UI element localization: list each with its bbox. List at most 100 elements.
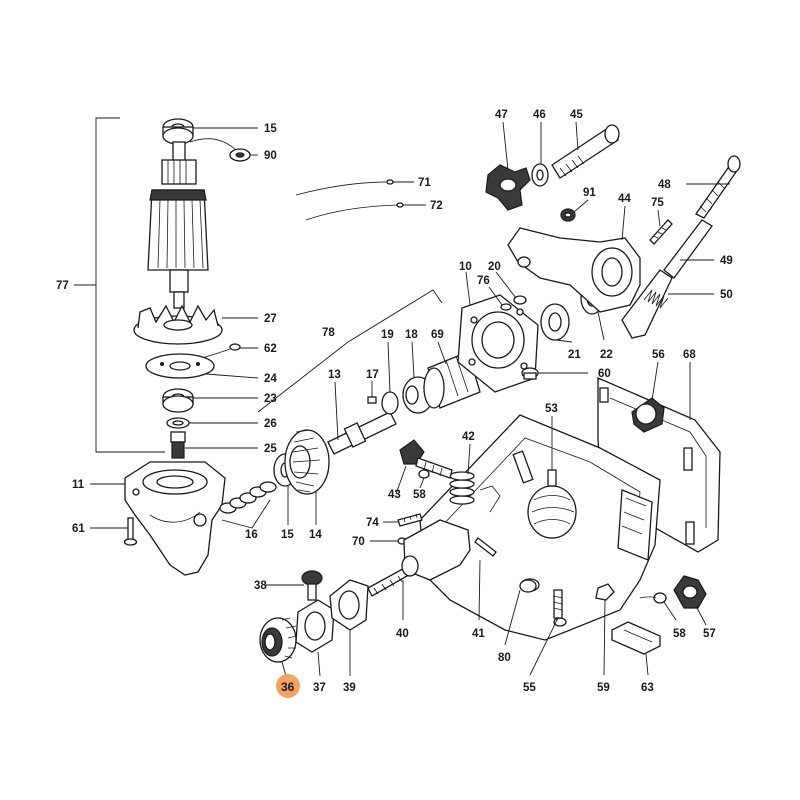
callout-69: 69 [431,329,444,341]
callout-40: 40 [396,628,409,640]
callout-61: 61 [72,523,85,535]
leader-45 [575,121,579,151]
leader-75 [657,209,661,227]
part-nut-91 [560,208,576,222]
part-ring-19 [381,391,399,415]
callout-78: 78 [322,327,335,339]
part-knob-56 [631,397,665,433]
part-bearing-15-top [162,118,194,145]
callout-19: 19 [381,329,394,341]
part-knob-57 [673,575,707,609]
part-holder-39 [329,579,369,631]
callout-59: 59 [597,682,610,694]
part-ring-80 [519,579,537,593]
callout-55: 55 [523,682,536,694]
callout-24: 24 [264,373,277,385]
part-arm-49 [621,219,713,339]
leader-57 [695,605,707,626]
callout-27: 27 [264,313,277,325]
callout-10: 10 [459,261,472,273]
callout-63: 63 [641,682,654,694]
callout-41: 41 [472,628,485,640]
part-bolt-55 [553,589,563,619]
leader-76 [488,286,503,306]
callout-68: 68 [683,349,696,361]
leader-44 [621,205,626,241]
part-scale-74 [397,513,423,527]
callout-80: 80 [498,652,511,664]
part-spring-42 [449,471,501,513]
leader-22 [597,311,605,341]
part-knurled-nut-36 [259,617,298,663]
leader-63 [645,653,649,676]
leader-21 [555,339,573,343]
leader-47 [502,121,509,171]
callout-76: 76 [477,275,490,287]
part-wire-71 [295,179,394,196]
callout-70: 70 [352,536,365,548]
part-bearing-23 [162,388,194,413]
part-shaft-13 [327,411,397,455]
part-pinion-25 [170,431,186,459]
part-bracket-44 [507,227,641,313]
callout-44: 44 [618,193,631,205]
callout-90: 90 [264,150,277,162]
callout-49: 49 [720,255,733,267]
bracket-78 [257,289,443,413]
callout-75: 75 [651,197,664,209]
callout-72: 72 [430,200,443,212]
leader-69 [437,341,447,365]
callout-43: 43 [388,489,401,501]
callout-13: 13 [328,369,341,381]
part-flange-10 [457,294,539,393]
leader-19 [387,341,391,393]
callout-15-lower: 15 [281,529,294,541]
leader-18 [411,341,415,378]
leader-91 [573,199,589,213]
part-guide-40 [367,519,471,597]
part-screw-61 [123,517,138,546]
part-washer-46 [531,163,549,187]
callout-20: 20 [488,261,501,273]
callout-45: 45 [570,109,583,121]
part-key-17 [367,396,377,404]
callout-53: 53 [545,403,558,415]
callout-11: 11 [72,479,85,491]
leader-58a [419,477,425,489]
part-brush-90 [189,138,251,162]
part-clamp-63 [611,621,661,655]
callout-58-lower: 58 [673,628,686,640]
callout-91: 91 [583,187,596,199]
callout-48: 48 [658,179,671,191]
leader-80 [504,589,521,646]
callout-16: 16 [245,529,258,541]
part-nut-59 [595,583,615,601]
leader-36 [281,661,287,677]
part-knob-47 [485,164,531,211]
part-bearing-21 [540,303,570,341]
callout-47: 47 [495,109,508,121]
leader-42 [467,443,471,475]
leader-37 [317,651,321,677]
callout-56: 56 [652,349,665,361]
part-bevel-gear-14 [284,429,330,495]
callout-71: 71 [418,177,431,189]
callout-38: 38 [254,580,267,592]
callout-23: 23 [264,393,277,405]
part-screw-76 [500,303,512,311]
part-screw-43 [399,439,453,479]
bracket-77 [95,117,165,453]
callout-36[interactable]: 36 [281,680,295,694]
leader-58b [663,601,677,621]
callout-17: 17 [366,369,379,381]
part-spring-50 [643,289,669,309]
callout-36-highlight[interactable] [276,674,300,698]
leader-55 [529,617,559,676]
leader-41 [478,559,481,621]
callout-25: 25 [264,443,277,455]
part-ring-26 [166,417,190,429]
leader-13 [334,381,339,441]
part-wire-72 [305,202,404,221]
callout-26: 26 [264,418,277,430]
